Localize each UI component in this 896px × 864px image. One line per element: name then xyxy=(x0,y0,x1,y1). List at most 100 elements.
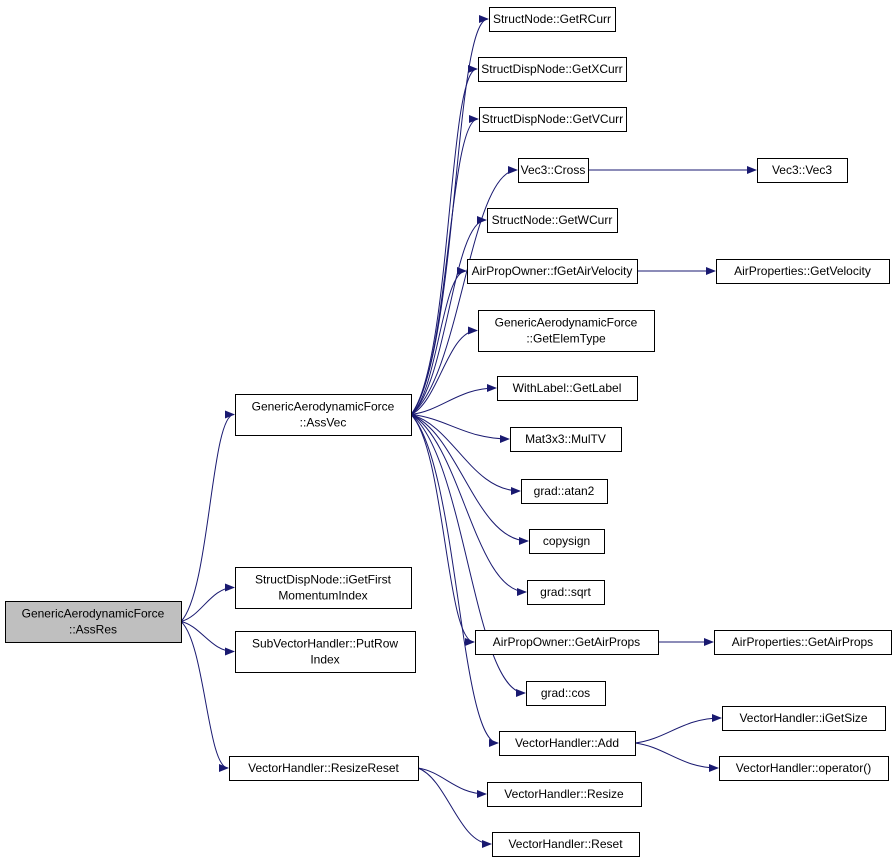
node-getlabel[interactable]: WithLabel::GetLabel xyxy=(497,376,638,401)
node-label: Vec3::Cross xyxy=(521,163,586,177)
edge-line xyxy=(410,216,487,415)
node-operator[interactable]: VectorHandler::operator() xyxy=(719,756,889,781)
node-box xyxy=(5,601,182,643)
node-box xyxy=(510,427,622,452)
edge-root-to-igetfirst xyxy=(180,583,235,622)
node-getrcurr[interactable]: StructNode::GetRCurr xyxy=(489,7,616,32)
edge-line xyxy=(634,742,719,772)
edge-assvec-to-getelemtype xyxy=(410,326,478,415)
node-box xyxy=(487,208,618,233)
node-igetsize[interactable]: VectorHandler::iGetSize xyxy=(722,706,886,731)
edge-line xyxy=(410,414,526,697)
edge-line xyxy=(180,621,235,656)
node-label: SubVectorHandler::PutRow xyxy=(252,637,398,651)
node-getvelocity[interactable]: AirProperties::GetVelocity xyxy=(716,259,890,284)
edge-line xyxy=(410,326,478,415)
edge-assvec-to-cross xyxy=(410,166,518,415)
node-label: StructDispNode::iGetFirst xyxy=(255,573,392,587)
edge-assvec-to-getairprops xyxy=(410,414,475,646)
node-vec3[interactable]: Vec3::Vec3 xyxy=(757,158,848,183)
node-box xyxy=(722,706,886,731)
node-box xyxy=(467,259,638,284)
node-resizereset[interactable]: VectorHandler::ResizeReset xyxy=(229,756,419,781)
node-cos[interactable]: grad::cos xyxy=(526,681,606,706)
node-label: AirPropOwner::fGetAirVelocity xyxy=(472,264,633,278)
nodes: GenericAerodynamicForce::AssResGenericAe… xyxy=(5,7,892,857)
node-root: GenericAerodynamicForce::AssRes xyxy=(5,601,182,643)
edge-line xyxy=(417,767,487,798)
edge-line xyxy=(410,414,527,596)
edge-assvec-to-add xyxy=(410,414,499,747)
node-label: Vec3::Vec3 xyxy=(772,163,832,177)
node-label: ::GetElemType xyxy=(526,332,606,346)
node-atan2[interactable]: grad::atan2 xyxy=(521,479,608,504)
node-box xyxy=(529,529,605,554)
node-box xyxy=(527,580,605,605)
edge-line xyxy=(417,767,492,848)
node-copysign[interactable]: copysign xyxy=(529,529,605,554)
node-box xyxy=(714,630,892,655)
node-label: VectorHandler::Resize xyxy=(504,787,624,801)
node-label: StructDispNode::GetXCurr xyxy=(481,62,622,76)
node-fgetairvel[interactable]: AirPropOwner::fGetAirVelocity xyxy=(467,259,638,284)
edge-assvec-to-sqrt xyxy=(410,414,527,596)
node-assvec[interactable]: GenericAerodynamicForce::AssVec xyxy=(235,394,412,436)
node-label: StructNode::GetRCurr xyxy=(493,12,611,26)
node-box xyxy=(478,57,627,82)
node-label: ::AssRes xyxy=(69,623,117,637)
node-label: VectorHandler::Reset xyxy=(508,837,623,851)
node-label: Mat3x3::MulTV xyxy=(525,432,606,446)
edge-assvec-to-getxcurr xyxy=(410,65,478,415)
node-label: VectorHandler::Add xyxy=(515,736,619,750)
node-getwcurr[interactable]: StructNode::GetWCurr xyxy=(487,208,618,233)
node-reset[interactable]: VectorHandler::Reset xyxy=(492,832,640,857)
node-box xyxy=(489,7,616,32)
node-box xyxy=(757,158,848,183)
node-label: StructDispNode::GetVCurr xyxy=(482,112,623,126)
node-label: ::AssVec xyxy=(300,416,347,430)
node-box xyxy=(235,394,412,436)
node-box xyxy=(492,832,640,857)
edge-line xyxy=(410,414,510,443)
edges xyxy=(180,15,757,848)
node-label: GenericAerodynamicForce xyxy=(22,607,165,621)
edge-resizereset-to-reset xyxy=(417,767,492,848)
node-label: copysign xyxy=(543,534,590,548)
node-label: GenericAerodynamicForce xyxy=(252,400,395,414)
node-apgetairprops[interactable]: AirProperties::GetAirProps xyxy=(714,630,892,655)
node-label: Index xyxy=(310,653,339,667)
edge-line xyxy=(410,414,529,545)
node-cross[interactable]: Vec3::Cross xyxy=(518,158,589,183)
node-box xyxy=(478,310,655,352)
edge-add-to-igetsize xyxy=(634,714,722,744)
node-box xyxy=(716,259,890,284)
node-getelemtype[interactable]: GenericAerodynamicForce::GetElemType xyxy=(478,310,655,352)
node-sqrt[interactable]: grad::sqrt xyxy=(527,580,605,605)
edge-line xyxy=(410,115,479,415)
edge-line xyxy=(410,414,475,646)
edge-assvec-to-cos xyxy=(410,414,526,697)
node-box xyxy=(479,107,627,132)
edge-root-to-assvec xyxy=(180,410,235,622)
edge-line xyxy=(634,714,722,744)
node-box xyxy=(499,731,636,756)
node-getxcurr[interactable]: StructDispNode::GetXCurr xyxy=(478,57,627,82)
node-add[interactable]: VectorHandler::Add xyxy=(499,731,636,756)
edge-assvec-to-fgetairvel xyxy=(410,267,467,415)
edge-line xyxy=(180,410,235,622)
node-label: WithLabel::GetLabel xyxy=(513,381,622,395)
edge-root-to-resizereset xyxy=(180,621,229,772)
node-box xyxy=(719,756,889,781)
edge-add-to-operator xyxy=(634,742,719,772)
edge-assvec-to-getlabel xyxy=(410,384,497,415)
node-label: VectorHandler::ResizeReset xyxy=(248,761,399,775)
node-box xyxy=(487,782,642,807)
node-resize[interactable]: VectorHandler::Resize xyxy=(487,782,642,807)
node-getvcurr[interactable]: StructDispNode::GetVCurr xyxy=(479,107,627,132)
node-multv[interactable]: Mat3x3::MulTV xyxy=(510,427,622,452)
node-getairprops[interactable]: AirPropOwner::GetAirProps xyxy=(475,630,659,655)
node-box xyxy=(497,376,638,401)
node-label: AirProperties::GetVelocity xyxy=(734,264,871,278)
